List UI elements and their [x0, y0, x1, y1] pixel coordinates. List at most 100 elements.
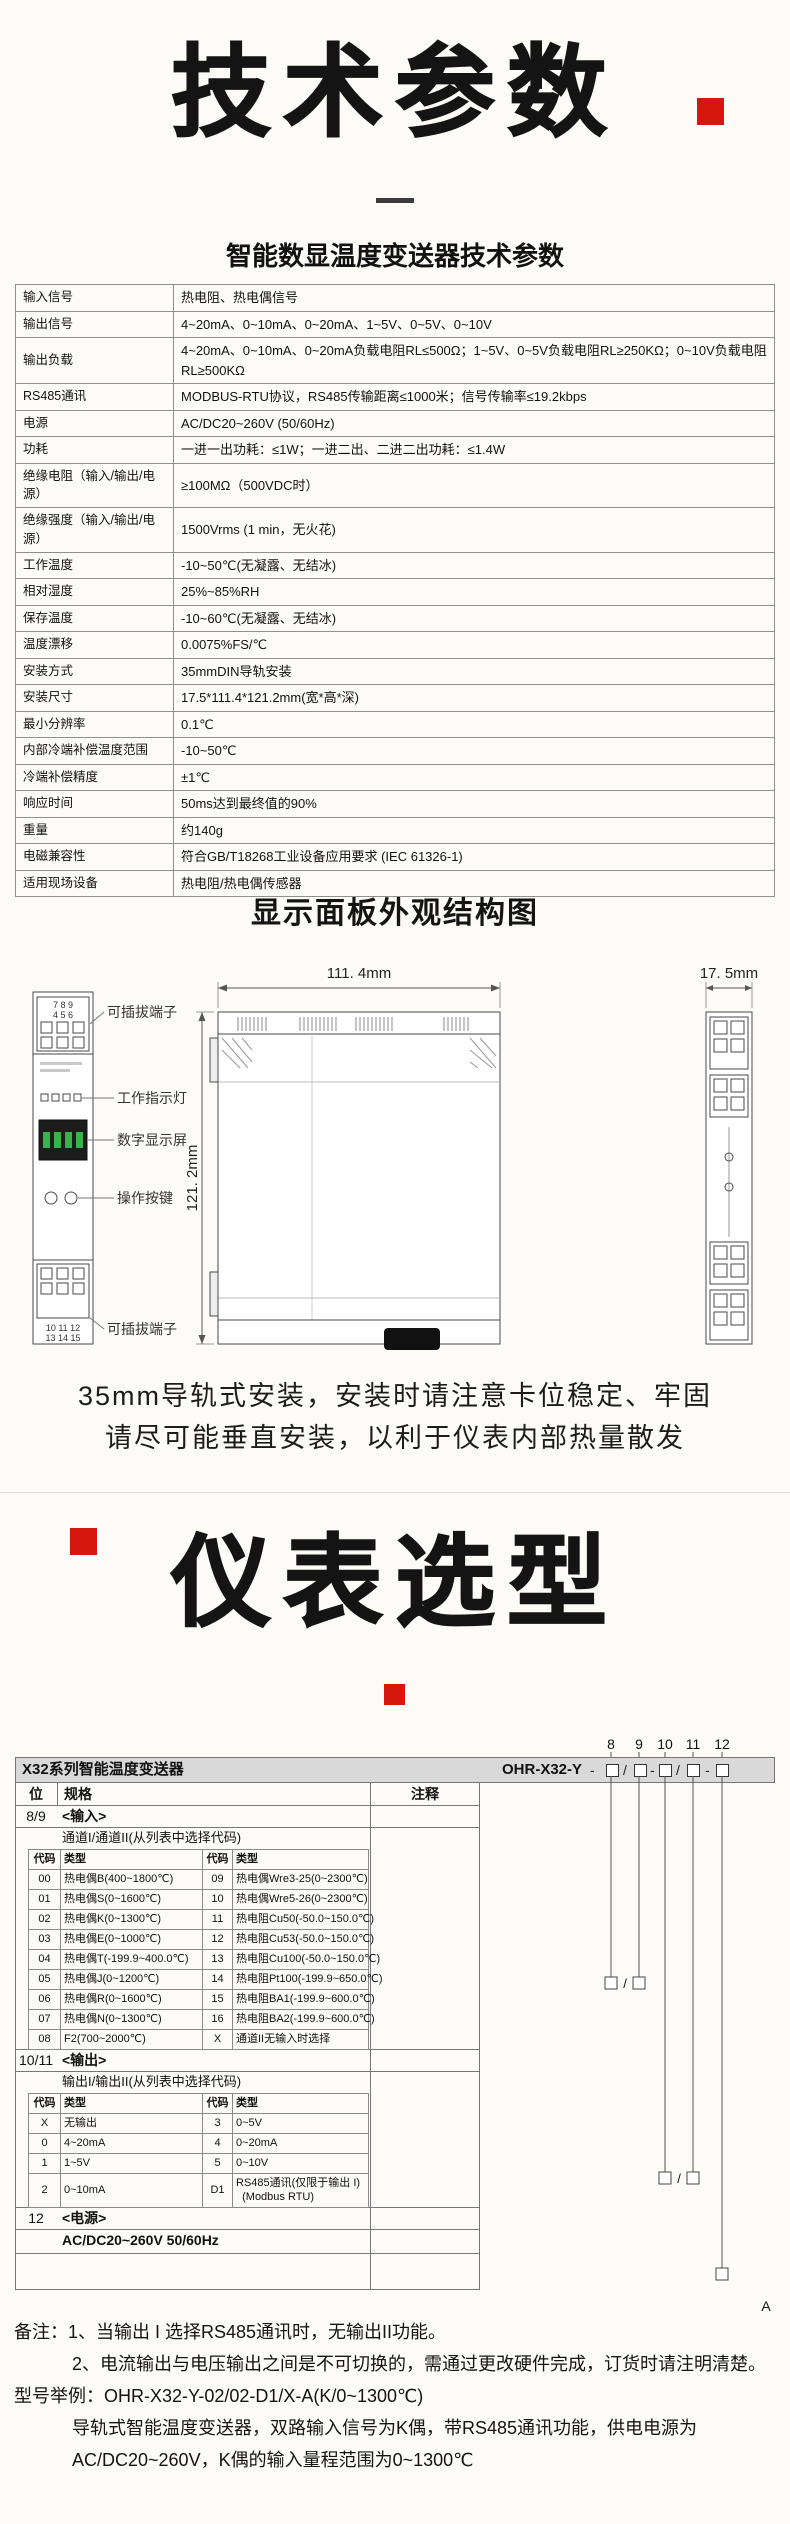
spec-value: 约140g — [173, 816, 775, 844]
spec-value: -10~50℃(无凝露、无结冰) — [173, 551, 775, 579]
model-code-box-9 — [634, 1764, 647, 1777]
type-cell: F2(700~2000℃) — [60, 2029, 203, 2050]
terminal-numbers-bottom-2: 13 14 15 — [45, 1333, 80, 1343]
spec-value: MODBUS-RTU协议，RS485传输距离≤1000米；信号传输率≤19.2k… — [173, 383, 775, 411]
power-section-value: AC/DC20~260V 50/60Hz — [62, 2232, 219, 2248]
column-divider — [57, 1783, 58, 1805]
spec-label: 响应时间 — [15, 790, 174, 818]
callout-work-indicator: 工作指示灯 — [117, 1090, 187, 1106]
power-code-box — [715, 2267, 729, 2281]
spec-value: 符合GB/T18268工业设备应用要求 (IEC 61326-1) — [173, 843, 775, 871]
code-cell: 08 — [28, 2029, 61, 2050]
note-column-divider — [370, 1783, 371, 2290]
code-cell: 03 — [28, 1929, 61, 1950]
spec-label: 内部冷端补偿温度范围 — [15, 737, 174, 765]
red-accent-square-top — [697, 98, 724, 125]
digit-label-8: 8 — [607, 1736, 615, 1752]
model-example-line: 型号举例：OHR-X32-Y-02/02-D1/X-A(K/0~1300℃) — [14, 2386, 424, 2406]
spec-label: 最小分辨率 — [15, 710, 174, 738]
front-view-drawing: 7 8 9 4 5 6 10 11 12 13 14 15 — [32, 991, 94, 1345]
spec-value: 4~20mA、0~10mA、0~20mA负载电阻RL≤500Ω；1~5V、0~5… — [173, 337, 775, 384]
code-cell: 11 — [202, 1909, 233, 1930]
spec-label: 绝缘电阻（输入/输出/电源） — [15, 462, 174, 508]
spec-value: AC/DC20~260V (50/60Hz) — [173, 409, 775, 437]
input-code-box-1 — [604, 1976, 618, 1990]
spec-label: 温度漂移 — [15, 631, 174, 659]
type-cell: 通道II无输入时选择 — [232, 2029, 369, 2050]
model-separator-dash: - — [650, 1762, 655, 1778]
spec-value: ±1℃ — [173, 763, 775, 791]
row-divider — [15, 1805, 480, 1806]
code-cell: 06 — [28, 1989, 61, 2010]
spec-label: 保存温度 — [15, 604, 174, 632]
type-cell: 热电阻BA2(-199.9~600.0℃) — [232, 2009, 375, 2030]
spec-label: 输出信号 — [15, 310, 174, 338]
spec-row: 适用现场设备热电阻/热电偶传感器 — [15, 869, 775, 897]
type-cell: RS485通讯(仅限于输出 I) (Modbus RTU) — [232, 2173, 369, 2208]
code-header: 代码 — [202, 2093, 233, 2114]
box-pair-slash: / — [623, 1976, 627, 1991]
section-title-tech-params: 技术参数 — [170, 36, 619, 150]
type-cell: 热电偶Wre3-25(0~2300℃) — [232, 1869, 369, 1890]
spec-label: 输出负载 — [15, 337, 174, 384]
dimension-height-label: 121. 2mm — [184, 1145, 201, 1212]
code-cell: 3 — [202, 2113, 233, 2134]
code-header: 代码 — [28, 1849, 61, 1870]
spec-row: 重量约140g — [15, 816, 775, 844]
box-pair-slash: / — [677, 2171, 681, 2186]
code-cell: 1 — [28, 2153, 61, 2174]
type-header: 类型 — [60, 1849, 203, 1870]
type-cell: 热电阻Cu100(-50.0~150.0℃) — [232, 1949, 380, 1970]
selection-table-header: X32系列智能温度变送器 OHR-X32-Y - / - / - — [15, 1757, 775, 1783]
code-header-row: 代码 类型 代码 类型 — [28, 2093, 369, 2114]
terminal-numbers-bottom-1: 10 11 12 — [46, 1323, 80, 1333]
spec-label: 工作温度 — [15, 551, 174, 579]
spec-label: 安装方式 — [15, 657, 174, 685]
spec-row: 工作温度-10~50℃(无凝露、无结冰) — [15, 551, 775, 579]
spec-label: 功耗 — [15, 436, 174, 464]
spec-label: 冷端补偿精度 — [15, 763, 174, 791]
code-cell: 13 — [202, 1949, 233, 1970]
spec-value: 0.1℃ — [173, 710, 775, 738]
code-cell: 16 — [202, 2009, 233, 2030]
output-position: 10/11 — [19, 2052, 53, 2068]
type-cell: 热电偶T(-199.9~400.0℃) — [60, 1949, 203, 1970]
model-code-box-11 — [687, 1764, 700, 1777]
code-cell: 4 — [202, 2133, 233, 2154]
spec-table-title: 智能数显温度变送器技术参数 — [225, 241, 564, 271]
type-cell: 1~5V — [60, 2153, 203, 2174]
type-cell: 热电阻Cu53(-50.0~150.0℃) — [232, 1929, 374, 1950]
digit-label-11: 11 — [686, 1736, 701, 1752]
spec-value: 4~20mA、0~10mA、0~20mA、1~5V、0~5V、0~10V — [173, 310, 775, 338]
code-cell: 01 — [28, 1889, 61, 1910]
input-code-box-2 — [632, 1976, 646, 1990]
operation-buttons — [44, 1191, 78, 1205]
output-section-subtitle: 输出I/输出II(从列表中选择代码) — [62, 2074, 242, 2089]
type-cell: 热电偶E(0~1000℃) — [60, 1929, 203, 1950]
code-header-row: 代码 类型 代码 类型 — [28, 1849, 369, 1870]
spec-label: 安装尺寸 — [15, 684, 174, 712]
spec-row: 保存温度-10~60℃(无凝露、无结冰) — [15, 604, 775, 632]
spec-label: 电磁兼容性 — [15, 843, 174, 871]
spec-row: 绝缘强度（输入/输出/电源）1500Vrms (1 min，无火花) — [15, 507, 775, 553]
digit-label-9: 9 — [635, 1736, 643, 1752]
code-cell: D1 — [202, 2173, 233, 2208]
panel-structure-diagram: 7 8 9 4 5 6 10 11 12 13 14 15 — [32, 965, 758, 1350]
callout-pluggable-terminal-bottom: 可插拔端子 — [107, 1321, 177, 1337]
spec-label: 绝缘强度（输入/输出/电源） — [15, 507, 174, 553]
work-indicator-leds — [40, 1093, 82, 1102]
spec-label: 重量 — [15, 816, 174, 844]
spec-value: 1500Vrms (1 min，无火花) — [173, 507, 775, 553]
row-divider — [15, 1827, 480, 1828]
type-cell: 热电偶J(0~1200℃) — [60, 1969, 203, 1990]
